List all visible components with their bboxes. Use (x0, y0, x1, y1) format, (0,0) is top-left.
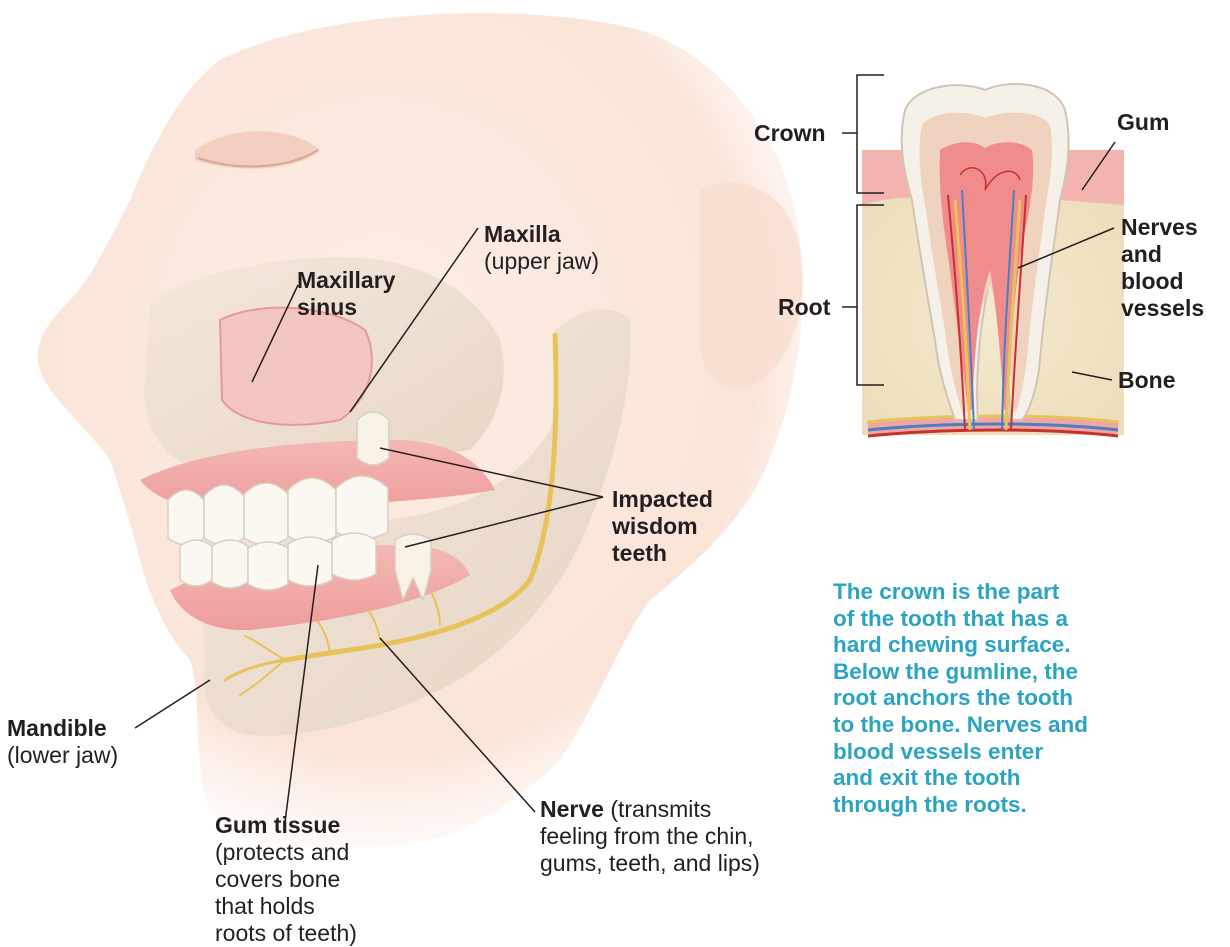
note-line-7: blood vessels enter (833, 739, 1173, 766)
tooth-description-note: The crown is the part of the tooth that … (833, 579, 1173, 818)
note-line-8: and exit the tooth (833, 765, 1173, 792)
label-root-text: Root (778, 294, 830, 320)
label-maxilla-sub: (upper jaw) (484, 248, 599, 274)
label-crown: Crown (754, 120, 826, 147)
label-nerve-rest: (transmits (604, 796, 711, 822)
label-maxilla: Maxilla (upper jaw) (484, 221, 599, 275)
label-impacted-wisdom-teeth: Impacted wisdom teeth (612, 486, 713, 567)
label-root: Root (778, 294, 830, 321)
label-gum-tissue-line4: roots of teeth) (215, 920, 357, 946)
maxillary-sinus (220, 308, 372, 425)
label-maxilla-title: Maxilla (484, 221, 561, 247)
note-line-6: to the bone. Nerves and (833, 712, 1173, 739)
label-nerves-line2: and (1121, 241, 1162, 267)
label-impacted-line3: teeth (612, 540, 667, 566)
label-bone: Bone (1118, 367, 1176, 394)
label-nerves-line3: blood (1121, 268, 1184, 294)
label-gum-tissue-line1: (protects and (215, 839, 349, 865)
label-nerve-line2: gums, teeth, and lips) (540, 850, 760, 876)
label-gum-tissue-title: Gum tissue (215, 812, 340, 838)
label-mandible-sub: (lower jaw) (7, 742, 118, 768)
label-impacted-line1: Impacted (612, 486, 713, 512)
label-bone-text: Bone (1118, 367, 1176, 393)
label-nerve: Nerve (transmits feeling from the chin, … (540, 796, 760, 877)
note-line-9: through the roots. (833, 792, 1173, 819)
note-line-4: Below the gumline, the (833, 659, 1173, 686)
label-mandible: Mandible (lower jaw) (7, 715, 118, 769)
label-gum-text: Gum (1117, 109, 1169, 135)
label-maxillary-sinus-line2: sinus (297, 294, 357, 320)
note-line-1: The crown is the part (833, 579, 1173, 606)
tooth-cross-section (857, 75, 1124, 436)
label-nerves-line1: Nerves (1121, 214, 1198, 240)
label-gum-tissue: Gum tissue (protects and covers bone tha… (215, 812, 357, 947)
label-nerves-line4: vessels (1121, 295, 1204, 321)
label-gum-tissue-line2: covers bone (215, 866, 340, 892)
label-nerve-title: Nerve (540, 796, 604, 822)
label-crown-text: Crown (754, 120, 826, 146)
label-maxillary-sinus-line1: Maxillary (297, 267, 395, 293)
label-maxillary-sinus: Maxillary sinus (297, 267, 395, 321)
label-mandible-title: Mandible (7, 715, 107, 741)
note-line-2: of the tooth that has a (833, 606, 1173, 633)
label-nerves-blood-vessels: Nerves and blood vessels (1121, 214, 1204, 322)
label-gum: Gum (1117, 109, 1169, 136)
note-line-5: root anchors the tooth (833, 685, 1173, 712)
label-gum-tissue-line3: that holds (215, 893, 315, 919)
note-line-3: hard chewing surface. (833, 632, 1173, 659)
label-impacted-line2: wisdom (612, 513, 698, 539)
label-nerve-line1: feeling from the chin, (540, 823, 754, 849)
impacted-tooth-upper (357, 412, 389, 465)
